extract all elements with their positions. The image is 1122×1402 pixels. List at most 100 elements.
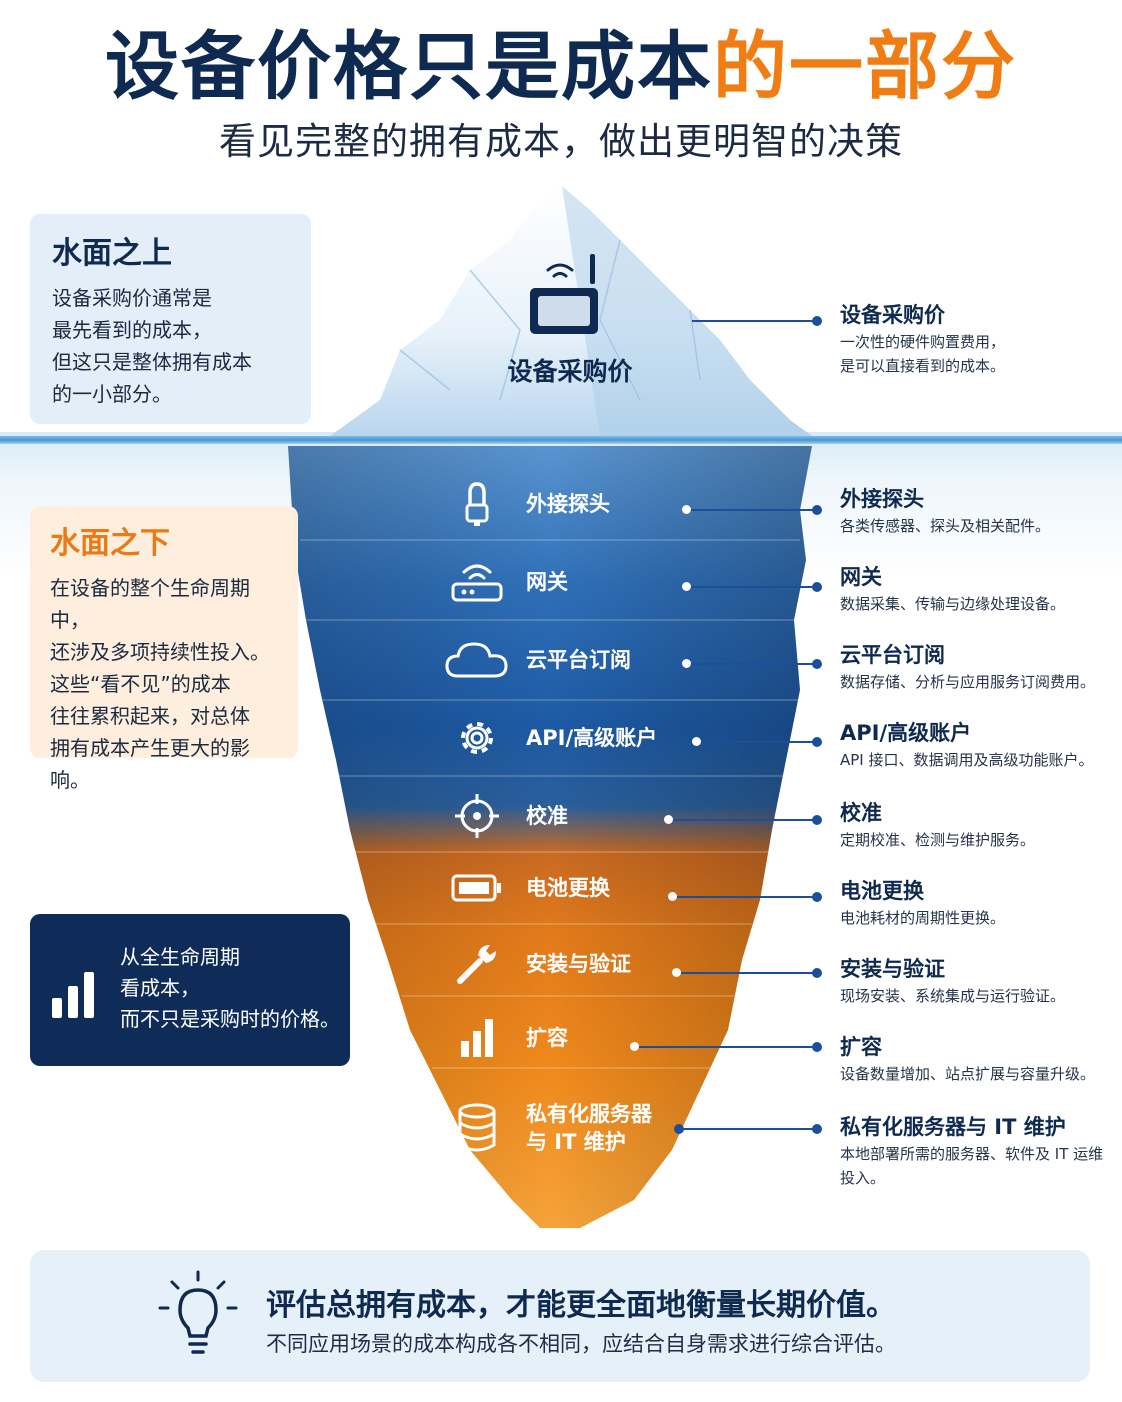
layer-calibration: 校准	[442, 794, 568, 838]
connector-dot	[668, 892, 677, 901]
desc-item: 扩容 设备数量增加、站点扩展与容量升级。	[840, 1032, 1122, 1086]
desc-item: 外接探头 各类传感器、探头及相关配件。	[840, 484, 1122, 538]
desc-text: 电池耗材的周期性更换。	[840, 909, 1006, 927]
connector-dot	[682, 659, 691, 668]
cloud-icon	[445, 642, 508, 678]
desc-item: 设备采购价 一次性的硬件购置费用， 是可以直接看到的成本。	[840, 300, 1122, 378]
conclusion-subtext: 不同应用场景的成本构成各不相同，应结合自身需求进行综合评估。	[266, 1332, 896, 1356]
below-water-text: 在设备的整个生命周期中， 还涉及多项持续性投入。 这些“看不见”的成本 往往累积…	[50, 576, 270, 792]
layer-gateway: 网关	[442, 562, 568, 602]
desc-title: API/高级账户	[840, 721, 972, 745]
desc-title: 私有化服务器与 IT 维护	[840, 1115, 1066, 1139]
connector-line	[698, 741, 816, 743]
connector-dot	[812, 582, 822, 592]
connector-dot	[682, 505, 691, 514]
layer-label-gateway: 网关	[526, 570, 568, 594]
layer-probe: 外接探头	[442, 482, 610, 526]
desc-item: 安装与验证 现场安装、系统集成与运行验证。	[840, 954, 1122, 1008]
layer-expansion: 扩容	[442, 1018, 568, 1058]
iceberg-top-label: 设备采购价	[507, 357, 633, 386]
connector-line	[670, 819, 816, 821]
connector-line	[636, 1046, 816, 1048]
connector-dot	[812, 737, 822, 747]
layer-label-calibration: 校准	[526, 804, 568, 828]
desc-text: 数据采集、传输与边缘处理设备。	[840, 595, 1066, 613]
conclusion-heading: 评估总拥有成本，才能更全面地衡量长期价值。	[266, 1288, 896, 1323]
connector-line	[692, 320, 818, 322]
connector-line	[688, 509, 816, 511]
connector-dot	[812, 505, 822, 515]
desc-title: 云平台订阅	[840, 643, 945, 667]
connector-dot	[692, 737, 701, 746]
page-title: 设备价格只是成本的一部分	[0, 22, 1122, 112]
desc-title: 校准	[840, 801, 882, 825]
desc-text: 现场安装、系统集成与运行验证。	[840, 987, 1066, 1005]
connector-line	[688, 663, 816, 665]
connector-dot	[812, 968, 822, 978]
database-icon	[458, 1103, 496, 1152]
desc-text: 设备数量增加、站点扩展与容量升级。	[840, 1065, 1096, 1083]
layer-label-battery: 电池更换	[526, 876, 610, 900]
battery-icon	[451, 874, 501, 902]
title-part2: 的一部分	[713, 24, 1017, 110]
desc-title: 网关	[840, 565, 882, 589]
wireless-device-icon	[530, 254, 598, 334]
layer-install: 安装与验证	[442, 944, 631, 984]
page-subtitle: 看见完整的拥有成本，做出更明智的决策	[219, 120, 903, 163]
water-surface-line	[0, 436, 1122, 444]
wrench-icon	[457, 945, 496, 984]
desc-item: 云平台订阅 数据存储、分析与应用服务订阅费用。	[840, 640, 1122, 694]
connector-dot	[630, 1042, 639, 1051]
connector-dot	[674, 1124, 684, 1134]
desc-text: 定期校准、检测与维护服务。	[840, 831, 1036, 849]
layer-label-install: 安装与验证	[526, 952, 631, 976]
layer-label-private-server: 私有化服务器 与 IT 维护	[526, 1102, 652, 1154]
desc-text: 一次性的硬件购置费用， 是可以直接看到的成本。	[840, 333, 1006, 375]
desc-text: 各类传感器、探头及相关配件。	[840, 517, 1051, 535]
conclusion-banner: 评估总拥有成本，才能更全面地衡量长期价值。 不同应用场景的成本构成各不相同，应结…	[30, 1250, 1090, 1382]
below-water-heading: 水面之下	[50, 526, 170, 561]
desc-text: 本地部署所需的服务器、软件及 IT 运维 投入。	[840, 1145, 1104, 1187]
connector-dot	[812, 1124, 822, 1134]
connector-dot	[664, 815, 673, 824]
desc-item: 校准 定期校准、检测与维护服务。	[840, 798, 1122, 852]
desc-title: 设备采购价	[840, 303, 945, 327]
desc-item: 私有化服务器与 IT 维护 本地部署所需的服务器、软件及 IT 运维 投入。	[840, 1112, 1122, 1190]
layer-private-server: 私有化服务器 与 IT 维护	[442, 1100, 652, 1156]
bar-chart-icon	[461, 1019, 493, 1057]
desc-title: 外接探头	[840, 487, 924, 511]
connector-dot	[812, 815, 822, 825]
desc-text: API 接口、数据调用及高级功能账户。	[840, 751, 1094, 769]
desc-text: 数据存储、分析与应用服务订阅费用。	[840, 673, 1096, 691]
lifecycle-callout: 从全生命周期 看成本， 而不只是采购时的价格。	[30, 914, 350, 1066]
gear-icon	[461, 722, 493, 754]
bar-chart-icon	[52, 972, 94, 1018]
crosshair-icon	[455, 794, 499, 838]
above-water-box: 水面之上 设备采购价通常是 最先看到的成本， 但这只是整体拥有成本 的一小部分。	[30, 214, 311, 424]
desc-item: 电池更换 电池耗材的周期性更换。	[840, 876, 1122, 930]
connector-line	[674, 896, 816, 898]
desc-title: 扩容	[840, 1035, 882, 1059]
connector-line	[678, 972, 816, 974]
desc-title: 安装与验证	[840, 957, 945, 981]
connector-dot	[682, 582, 691, 591]
below-water-box: 水面之下 在设备的整个生命周期中， 还涉及多项持续性投入。 这些“看不见”的成本…	[30, 506, 298, 792]
lifecycle-callout-text: 从全生命周期 看成本， 而不只是采购时的价格。	[120, 945, 340, 1031]
layer-battery: 电池更换	[442, 868, 610, 908]
probe-icon	[465, 482, 489, 526]
router-icon	[451, 564, 503, 602]
layer-label-probe: 外接探头	[526, 492, 610, 516]
layer-label-expansion: 扩容	[526, 1026, 568, 1050]
above-water-text: 设备采购价通常是 最先看到的成本， 但这只是整体拥有成本 的一小部分。	[52, 286, 252, 406]
connector-dot	[812, 659, 822, 669]
layer-label-cloud: 云平台订阅	[526, 648, 631, 672]
desc-item: 网关 数据采集、传输与边缘处理设备。	[840, 562, 1122, 616]
layer-cloud: 云平台订阅	[442, 640, 631, 680]
desc-item: API/高级账户 API 接口、数据调用及高级功能账户。	[840, 718, 1122, 772]
connector-line	[688, 586, 816, 588]
layer-label-api: API/高级账户	[526, 726, 658, 750]
title-part1: 设备价格只是成本	[105, 24, 713, 110]
connector-dot	[672, 968, 681, 977]
connector-dot	[812, 892, 822, 902]
